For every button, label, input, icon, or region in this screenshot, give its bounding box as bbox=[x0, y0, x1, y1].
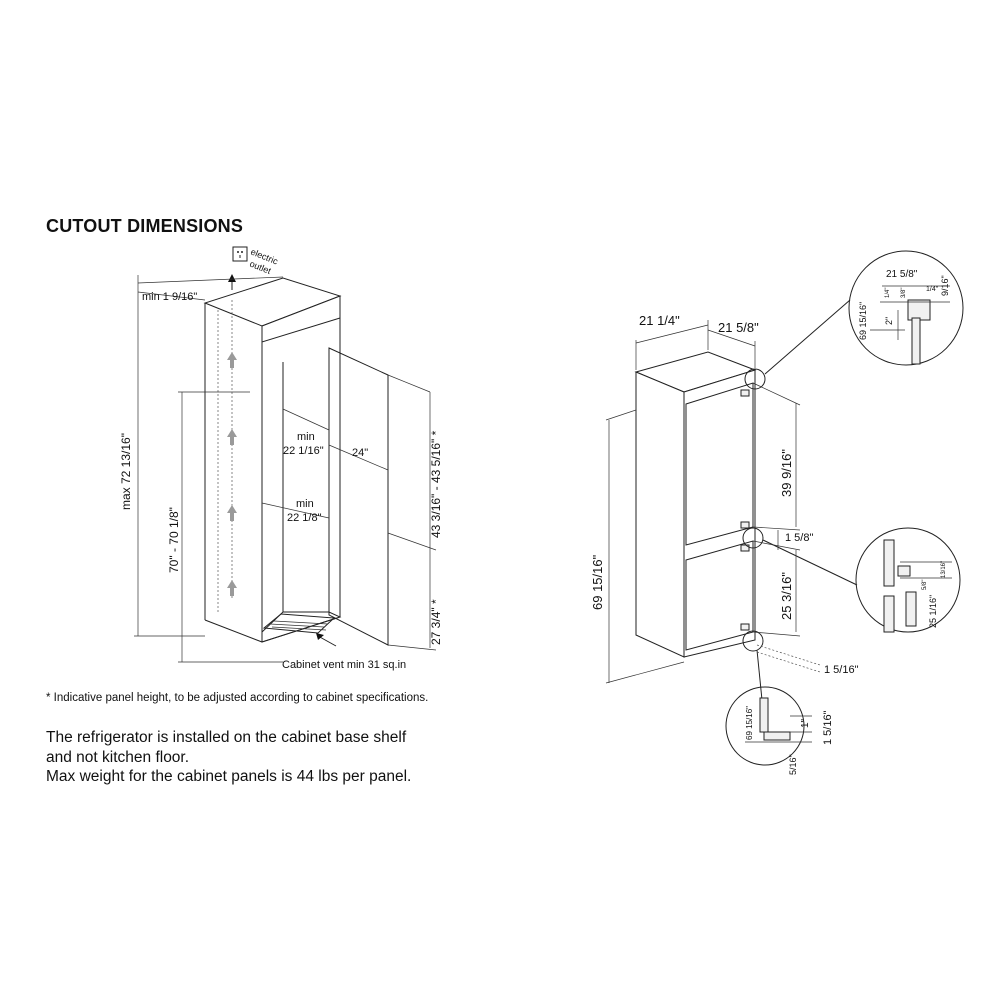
detail-mid-height: 25 1/16" bbox=[928, 595, 938, 628]
cabinet-drawing: electric outlet bbox=[119, 246, 443, 671]
hinge-icon bbox=[740, 389, 750, 397]
detail-top-height: 69 15/16" bbox=[858, 302, 868, 340]
note-line: The refrigerator is installed on the cab… bbox=[46, 729, 407, 746]
footnote: * Indicative panel height, to be adjuste… bbox=[46, 692, 429, 704]
vent-arrow-icon bbox=[316, 633, 324, 640]
cabinet-vent-label: Cabinet vent min 31 sq.in bbox=[282, 659, 406, 671]
fridge-drawing: 21 1/4" 21 5/8" 69 15/16" 39 9/16" 1 5/8… bbox=[590, 299, 859, 701]
detail-bottom: 69 15/16" 1" 1 5/16" 5/16" bbox=[725, 686, 834, 775]
fridge-depth-label: 21 5/8" bbox=[718, 320, 759, 335]
detail-bottom-one: 1" bbox=[800, 718, 811, 728]
fridge-width-label: 21 1/4" bbox=[639, 313, 680, 328]
page-title: CUTOUT DIMENSIONS bbox=[46, 216, 244, 236]
airflow-arrow-icon bbox=[227, 352, 237, 596]
width-upper-label: 22 1/16" bbox=[283, 445, 324, 457]
note-line: and not kitchen floor. bbox=[46, 748, 190, 766]
installation-notes: The refrigerator is installed on the cab… bbox=[46, 728, 411, 787]
width-lower-label: 22 1/8" bbox=[287, 512, 322, 524]
detail-marker-bottom bbox=[742, 630, 764, 652]
detail-top: 21 5/8" 1/4" 3/8" 1/4" 9/16" 2" 69 15/16… bbox=[848, 250, 964, 366]
height-range-label: 70" - 70 1/8" bbox=[167, 507, 181, 573]
fridge-height-label: 69 15/16" bbox=[590, 554, 605, 610]
lower-door-label: 25 3/16" bbox=[779, 572, 794, 620]
detail-top-quarter-a: 1/4" bbox=[885, 288, 891, 298]
arrow-up-icon bbox=[228, 274, 236, 282]
min-label-lower: min bbox=[296, 498, 314, 510]
lower-panel-height-label: 27 3/4" * bbox=[429, 599, 443, 645]
detail-bottom-five-sixteenths: 5/16" bbox=[788, 754, 798, 775]
detail-mid: 13/16" 5/8" 25 1/16" bbox=[855, 527, 961, 633]
detail-marker-top bbox=[744, 368, 766, 390]
detail-bottom-one-five-sixteenths: 1 5/16" bbox=[822, 710, 834, 745]
upper-panel-height-label: 43 3/16" - 43 5/16" * bbox=[429, 430, 443, 538]
electric-outlet-icon bbox=[232, 246, 248, 262]
upper-door-label: 39 9/16" bbox=[779, 449, 794, 497]
detail-top-depth-label: 21 5/8" bbox=[886, 269, 918, 280]
bottom-offset-label: 1 5/16" bbox=[824, 664, 859, 676]
detail-top-three-eighths: 3/8" bbox=[901, 288, 907, 298]
detail-marker-mid bbox=[742, 527, 764, 549]
detail-top-two: 2" bbox=[884, 317, 894, 325]
note-line: Max weight for the cabinet panels is 44 … bbox=[46, 768, 412, 785]
detail-mid-five-eighths: 5/8" bbox=[922, 580, 928, 590]
door-gap-label: 1 5/8" bbox=[785, 532, 813, 544]
detail-mid-thirteen-sixteenths: 13/16" bbox=[941, 561, 947, 578]
depth-label: 24" bbox=[352, 447, 368, 459]
max-height-label: max 72 13/16" bbox=[119, 433, 133, 510]
detail-bottom-height: 69 15/16" bbox=[745, 706, 754, 740]
min-top-clearance-label: min 1 9/16" bbox=[142, 291, 197, 303]
min-label-upper: min bbox=[297, 431, 315, 443]
detail-top-quarter-b: 1/4" bbox=[926, 286, 939, 293]
detail-top-nine-sixteenths: 9/16" bbox=[940, 275, 950, 296]
